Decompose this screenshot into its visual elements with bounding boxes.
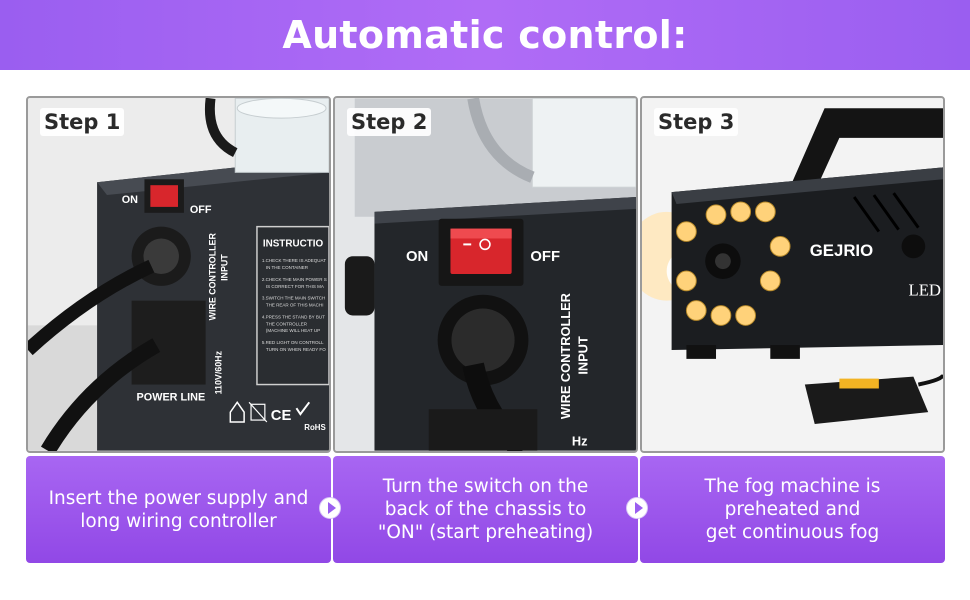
- step-1-caption-text: Insert the power supply and long wiring …: [48, 487, 309, 532]
- step-1-caption: Insert the power supply and long wiring …: [26, 456, 331, 563]
- step-2-wire-controller-label: WIRE CONTROLLER: [558, 293, 573, 419]
- instruction-line: 1.CHECK THERE IS ADEQUAT: [262, 258, 326, 263]
- step-2-label: Step 2: [347, 108, 432, 136]
- instruction-line: TURN ON WHEN READY FO: [266, 347, 326, 352]
- instruction-line: THE CONTROLLER: [266, 321, 308, 326]
- instruction-line: IS CORRECT FOR THIS MA: [266, 284, 324, 289]
- step-2-card: ON OFF WIRE CONTROLLER INPUT Hz Step 2 T…: [333, 96, 638, 564]
- step-1-power-line-label: POWER LINE: [137, 391, 206, 403]
- step-1-rohs-mark: RoHS: [304, 423, 325, 432]
- step-1-instruction-title: INSTRUCTIO: [263, 238, 324, 249]
- step-3-caption: The fog machine is preheated and get con…: [640, 456, 945, 563]
- step-2-on-label: ON: [406, 249, 428, 265]
- instruction-line: 2.CHECK THE MAIN POWER S: [262, 277, 327, 282]
- instruction-line: 5.RED LIGHT ON CONTROLL: [262, 340, 324, 345]
- home-icon: [229, 401, 245, 423]
- instruction-line: (MACHINE WILL HEAT UP: [266, 328, 320, 333]
- step-1-photo: ON OFF WIRE CONTROLLER INPUT 110V/60Hz I…: [26, 96, 331, 453]
- step-1-on-label: ON: [122, 194, 138, 206]
- step-3-caption-text: The fog machine is preheated and get con…: [704, 476, 881, 543]
- step-1-ce-mark: CE: [271, 408, 292, 424]
- check-icon: [295, 401, 311, 416]
- led-ring: [676, 201, 791, 326]
- instruction-line: 3.SWITCH THE MAIN SWITCH: [262, 296, 325, 301]
- step-3-label: Step 3: [654, 108, 739, 136]
- step-3-led-label: LED: [908, 281, 941, 300]
- step-1-illustration: ON OFF WIRE CONTROLLER INPUT 110V/60Hz I…: [28, 98, 329, 451]
- step-2-hz-label: Hz: [572, 434, 588, 449]
- step-1-voltage-label: 110V/60Hz: [213, 350, 223, 394]
- instruction-line: 4.PRESS THE STAND BY BUT: [262, 314, 325, 319]
- step-2-caption-text: Turn the switch on the back of the chass…: [377, 476, 594, 543]
- step-3-card: GEJRIO LED Step 3 The fog machine is pre…: [640, 96, 945, 564]
- step-1-card: ON OFF WIRE CONTROLLER INPUT 110V/60Hz I…: [26, 96, 331, 564]
- next-arrow-icon: [626, 497, 648, 519]
- header-banner: Automatic control:: [0, 0, 970, 70]
- step-3-illustration: GEJRIO LED: [642, 98, 943, 451]
- bin-icon: [250, 403, 266, 421]
- step-2-off-label: OFF: [530, 249, 560, 265]
- step-1-off-label: OFF: [190, 204, 212, 216]
- step-1-input-label: INPUT: [219, 254, 229, 281]
- page-title: Automatic control:: [282, 13, 688, 57]
- step-2-caption: Turn the switch on the back of the chass…: [333, 456, 638, 563]
- step-1-label: Step 1: [40, 108, 125, 136]
- step-3-photo: GEJRIO LED Step 3: [640, 96, 945, 453]
- step-3-brand-label: GEJRIO: [810, 241, 873, 260]
- next-arrow-icon: [319, 497, 341, 519]
- instruction-line: THE REAR OF THIS MACHI: [266, 303, 324, 308]
- step-2-input-label: INPUT: [576, 336, 591, 375]
- instruction-line: IN THE CONTAINER: [266, 265, 309, 270]
- step-2-illustration: ON OFF WIRE CONTROLLER INPUT Hz: [335, 98, 636, 451]
- step-1-wire-controller-label: WIRE CONTROLLER: [208, 233, 218, 321]
- step-2-photo: ON OFF WIRE CONTROLLER INPUT Hz Step 2: [333, 96, 638, 453]
